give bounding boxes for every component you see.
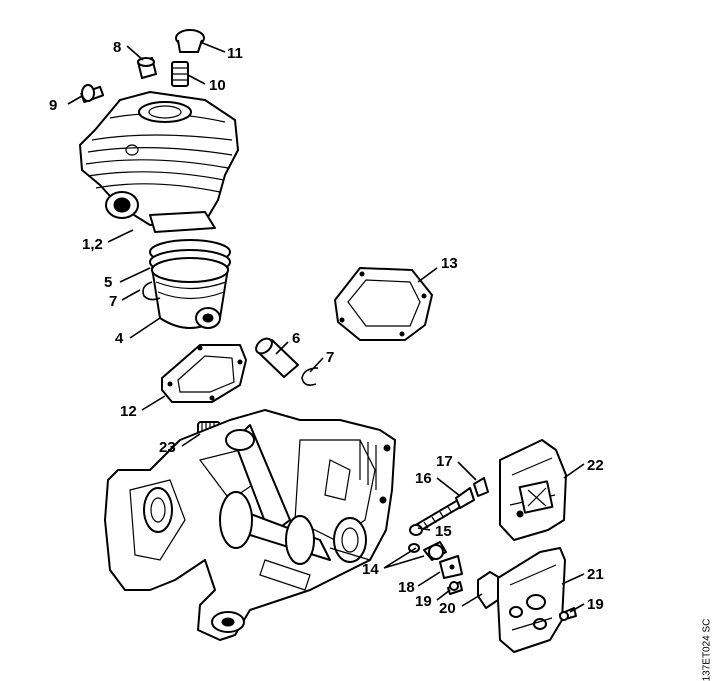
label-23: 23 [159,439,176,456]
label-10: 10 [209,77,226,94]
washer-part-17[interactable] [473,477,489,497]
label-8: 8 [113,39,121,56]
circlip-part-7-left[interactable] [142,281,161,301]
label-22: 22 [587,457,604,474]
piston-part-4[interactable] [151,257,229,329]
guard-part-20[interactable] [477,571,501,609]
label-21: 21 [587,566,604,583]
label-18: 18 [398,579,415,596]
label-20: 20 [439,600,456,617]
label-1-2: 1,2 [82,236,103,253]
gasket-part-12[interactable] [161,344,247,403]
cover-plate-part-22[interactable] [499,439,567,541]
drawing-code-text: 137ET024 SC [701,618,713,681]
label-6: 6 [292,330,300,347]
drawing-code: 137ET024 SC [697,619,717,681]
label-19-lower: 19 [415,593,432,610]
plug-part-8[interactable] [137,57,157,79]
label-19-right: 19 [587,596,604,613]
valve-cap-11[interactable] [175,29,205,53]
label-11: 11 [227,45,243,62]
leader-lines [67,41,585,613]
label-7-right: 7 [326,349,334,366]
bumper-spike-part-18[interactable] [439,555,463,579]
spike-assembly-part-14[interactable] [408,541,447,561]
label-15: 15 [435,523,452,540]
decompression-valve-10[interactable] [171,61,189,87]
label-7-left: 7 [109,293,117,310]
label-16: 16 [415,470,432,487]
tensioner-screw-part-15[interactable] [409,499,463,536]
label-12: 12 [120,403,137,420]
screw-part-9[interactable] [80,84,105,104]
label-4: 4 [115,330,124,347]
label-13: 13 [441,255,458,272]
gasket-part-13[interactable] [334,267,433,341]
label-17: 17 [436,453,453,470]
label-14: 14 [362,561,379,578]
label-9: 9 [49,97,57,114]
crankcase-part[interactable] [104,409,396,641]
tensioner-slide-part-16[interactable] [455,487,475,509]
cylinder-part[interactable] [79,91,239,233]
piston-pin-part-6[interactable] [253,336,299,378]
cover-plate-part-21[interactable] [497,547,566,653]
label-5: 5 [104,274,112,291]
screw-part-19-lower[interactable] [447,581,463,595]
circlip-part-7-right[interactable] [301,367,319,386]
